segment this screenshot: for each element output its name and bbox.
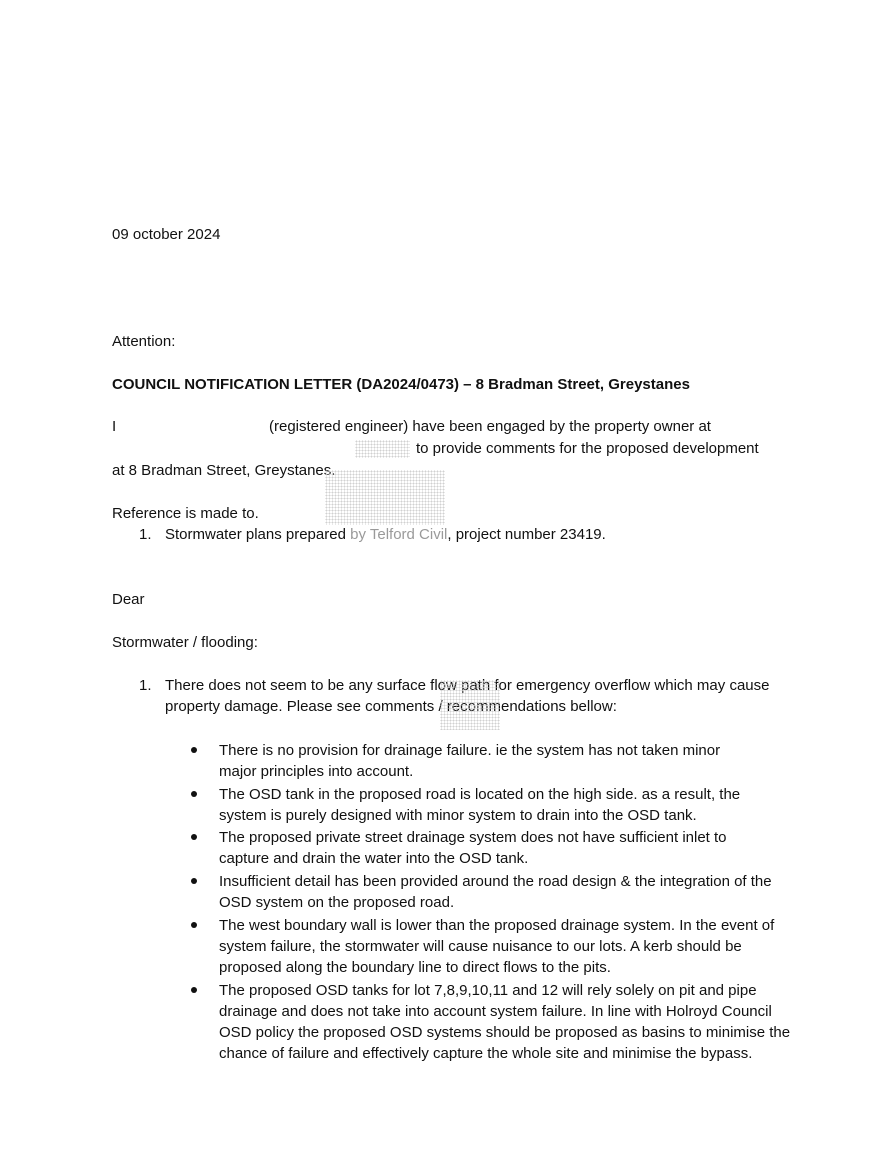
bullet-dot (191, 878, 197, 884)
reference-item-redacted: by Telford Civil (350, 526, 448, 543)
intro-line-3: at 8 Bradman Street, Greystanes. (112, 462, 336, 479)
bullet-line: major principles into account. (219, 763, 414, 780)
main-item-line: property damage. Please see comments / r… (165, 698, 617, 715)
bullet-line: chance of failure and effectively captur… (219, 1045, 753, 1062)
bullet-line: The west boundary wall is lower than the… (219, 917, 775, 934)
redaction-mark (355, 440, 410, 458)
bullet-dot (191, 791, 197, 797)
bullet-line: Insufficient detail has been provided ar… (219, 873, 772, 890)
bullet-line: The OSD tank in the proposed road is loc… (219, 786, 741, 803)
bullet-line: There is no provision for drainage failu… (219, 742, 721, 759)
letter-heading: COUNCIL NOTIFICATION LETTER (DA2024/0473… (112, 376, 690, 393)
bullet-line: OSD policy the proposed OSD systems shou… (219, 1024, 791, 1041)
section-title: Stormwater / flooding: (112, 634, 258, 651)
reference-item-number: 1. (139, 526, 152, 543)
reference-label: Reference is made to. (112, 505, 259, 522)
intro-line-1b: (registered engineer) have been engaged … (269, 418, 711, 435)
attention-label: Attention: (112, 333, 176, 350)
bullet-line: drainage and does not take into account … (219, 1003, 772, 1020)
bullet-dot (191, 922, 197, 928)
redaction-mark (440, 680, 500, 730)
main-item-number: 1. (139, 677, 152, 694)
bullet-dot (191, 987, 197, 993)
bullet-line: system failure, the stormwater will caus… (219, 938, 742, 955)
intro-line-1a: I (112, 418, 117, 435)
reference-item-pre: Stormwater plans prepared (165, 526, 346, 543)
bullet-line: The proposed private street drainage sys… (219, 829, 727, 846)
bullet-line: capture and drain the water into the OSD… (219, 850, 529, 867)
reference-item-text: Stormwater plans prepared by Telford Civ… (165, 524, 606, 545)
intro-line-2: to provide comments for the proposed dev… (416, 440, 759, 457)
bullet-line: The proposed OSD tanks for lot 7,8,9,10,… (219, 982, 757, 999)
redaction-mark (325, 470, 445, 525)
reference-item-post: , project number 23419. (447, 526, 606, 543)
letter-date: 09 october 2024 (112, 226, 221, 243)
bullet-dot (191, 834, 197, 840)
bullet-line: system is purely designed with minor sys… (219, 807, 697, 824)
bullet-dot (191, 747, 197, 753)
salutation: Dear (112, 591, 145, 608)
bullet-line: proposed along the boundary line to dire… (219, 959, 611, 976)
bullet-line: OSD system on the proposed road. (219, 894, 455, 911)
